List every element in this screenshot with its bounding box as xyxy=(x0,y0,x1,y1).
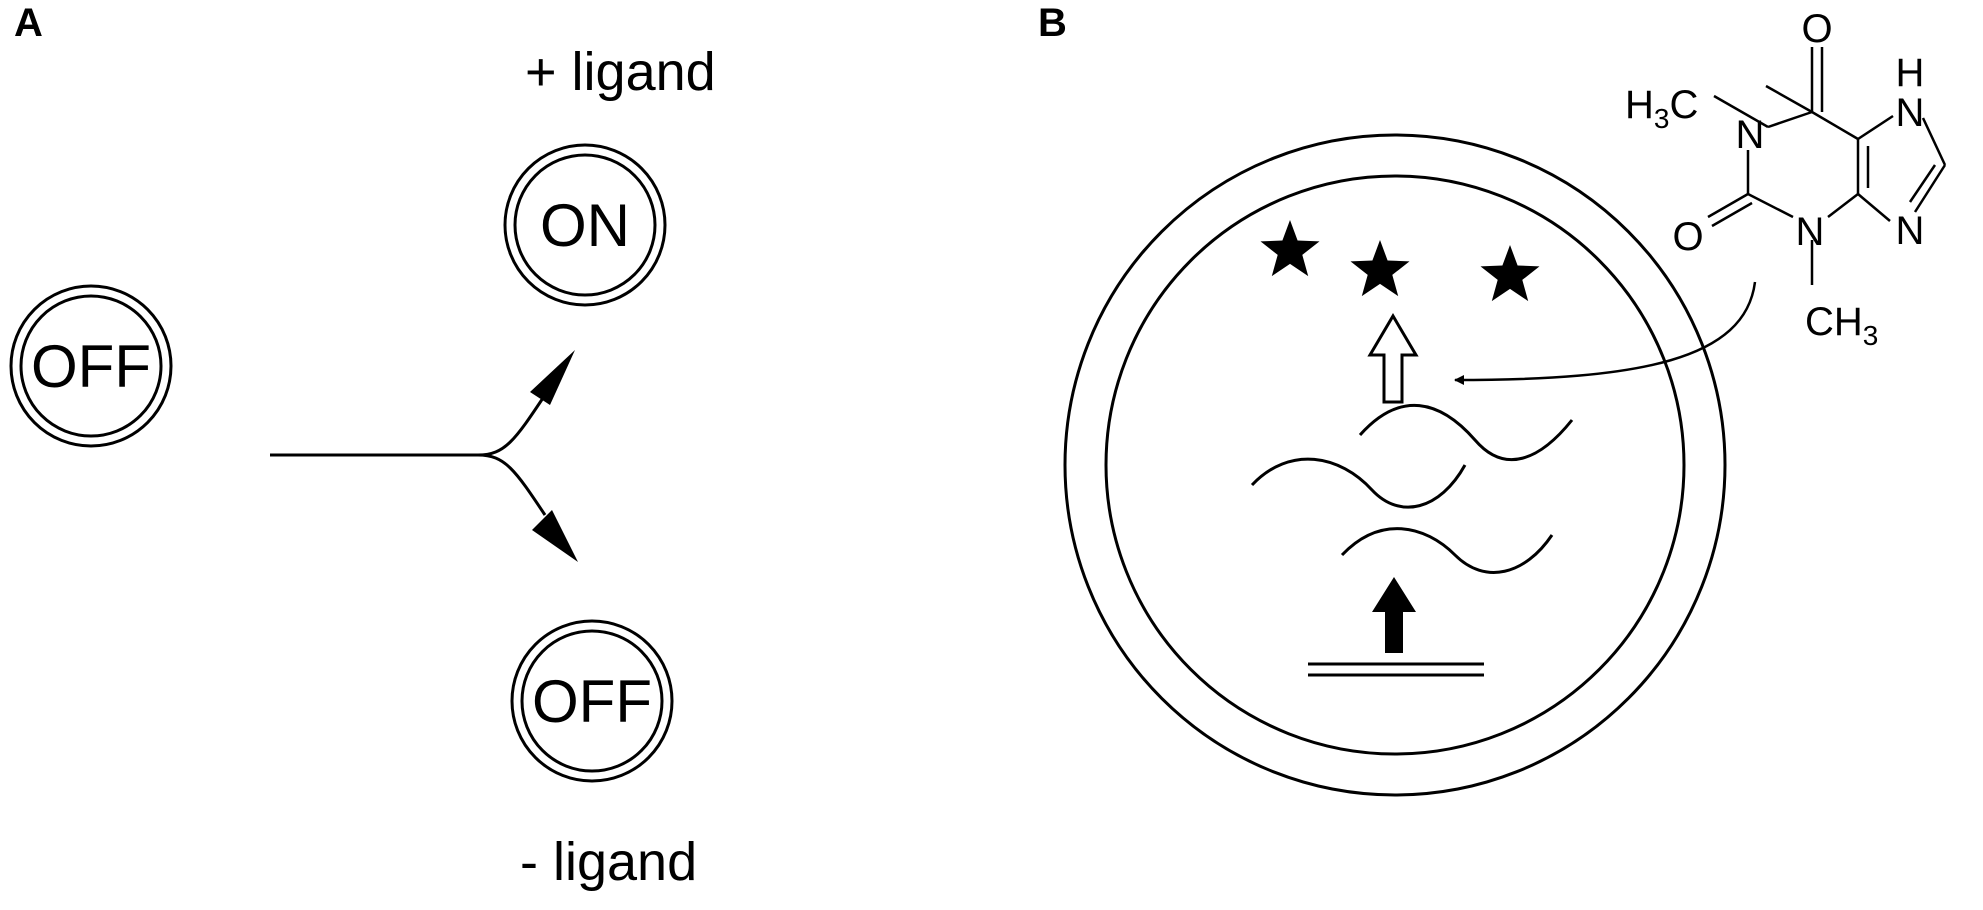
mrna-wave-line xyxy=(1358,403,1574,462)
methyl-bottom-label: CH3 xyxy=(1805,300,1878,351)
nitrogen-7-label: N xyxy=(1896,91,1925,135)
off-state-inner-ring xyxy=(520,629,664,773)
on-state: ON xyxy=(503,143,667,307)
protein-star-icon xyxy=(1350,240,1410,297)
protein-star-icon xyxy=(1480,245,1540,302)
off-state-outer-ring xyxy=(510,619,674,783)
panel-b: B xyxy=(1038,1,1947,797)
nitrogen-9-label: N xyxy=(1896,209,1925,253)
mrna-wave-line xyxy=(1340,527,1554,574)
ligand-action-arrow xyxy=(1454,281,1757,385)
off-state-label: OFF xyxy=(532,668,652,735)
minus-ligand-label: - ligand xyxy=(520,832,697,892)
cell-outer-membrane xyxy=(1063,133,1727,797)
start-state-label: OFF xyxy=(31,333,151,400)
translation-open-arrow-icon xyxy=(1367,313,1419,404)
panel-a-label: A xyxy=(14,1,43,45)
on-state-label: ON xyxy=(540,192,630,259)
start-state-outer-ring xyxy=(9,284,173,448)
arrowhead-to-off-icon xyxy=(532,510,578,562)
plus-ligand-label: + ligand xyxy=(525,42,716,102)
nitrogen-1-label: N xyxy=(1736,113,1765,157)
nitrogen-3-label: N xyxy=(1796,210,1825,254)
branch-arrow xyxy=(270,350,578,562)
methyl-top-label: H3C xyxy=(1625,83,1698,134)
off-state: OFF xyxy=(510,619,674,783)
methyl-bottom-subscript: 3 xyxy=(1863,320,1879,351)
ligand-molecule: H3C N O O N CH3 N H N xyxy=(1625,7,1947,351)
transcription-solid-arrow-icon xyxy=(1372,577,1416,653)
start-state-off: OFF xyxy=(9,284,173,448)
panel-b-label: B xyxy=(1038,1,1067,45)
molecule-bonds xyxy=(1707,47,1947,285)
mrna-wave-line xyxy=(1250,457,1467,509)
hydrogen-label: H xyxy=(1896,51,1925,95)
methyl-top-prefix: H xyxy=(1625,83,1654,127)
oxygen-top-label: O xyxy=(1801,7,1832,51)
branch-path-off xyxy=(477,453,547,516)
branch-path-on xyxy=(270,394,547,457)
on-state-inner-ring xyxy=(513,153,657,297)
cell-inner-membrane xyxy=(1104,174,1686,756)
methyl-top-suffix: C xyxy=(1669,83,1698,127)
protein-star-icon xyxy=(1260,220,1320,277)
arrowhead-to-on-icon xyxy=(530,350,575,405)
start-state-inner-ring xyxy=(19,294,163,438)
panel-a: A OFF ON + ligand OFF - ligand xyxy=(9,1,716,892)
oxygen-left-label: O xyxy=(1672,215,1703,259)
methyl-bottom-prefix: CH xyxy=(1805,300,1863,344)
on-state-outer-ring xyxy=(503,143,667,307)
methyl-top-subscript: 3 xyxy=(1654,103,1670,134)
